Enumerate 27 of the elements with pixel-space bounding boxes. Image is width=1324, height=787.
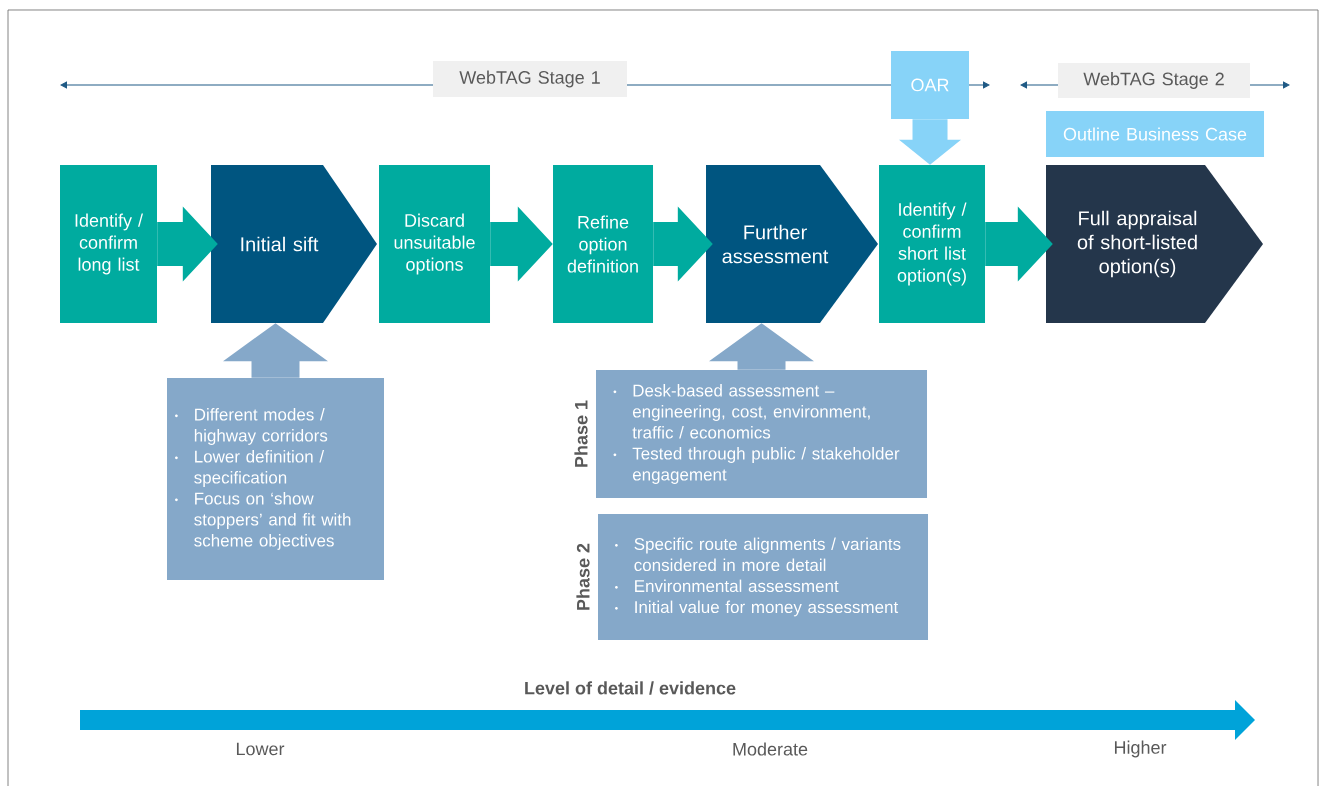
stage-label-box: WebTAG Stage 1: [433, 61, 627, 97]
scale-label: Higher: [1115, 740, 1167, 758]
block-arrow: [899, 119, 961, 165]
label-box: OAR: [891, 51, 969, 119]
bullet-list-box: Different modes / highway corridors Lower definition / specification Focus on ‘show stoppers’ and fit with scheme objectives: [167, 378, 384, 580]
block-arrow: [985, 206, 1053, 282]
phase-label: Phase 1: [574, 400, 588, 467]
axis-title: Level of detail / evidence: [525, 681, 736, 695]
chevron-box: Initial sift: [211, 165, 377, 323]
block-arrow: [157, 206, 218, 282]
label-box: Outline Business Case: [1046, 111, 1264, 157]
block-arrow: [709, 323, 814, 370]
process-box: Refine option definition: [553, 165, 653, 323]
phase-label: Phase 2: [576, 543, 590, 610]
scale-label: Lower: [236, 742, 285, 756]
block-arrow: [223, 323, 328, 378]
block-arrow: [490, 206, 553, 282]
scale-label: Moderate: [733, 742, 808, 756]
stage-label-box: WebTAG Stage 2: [1058, 63, 1250, 98]
chevron-box: Full appraisal of short-listed option(s): [1046, 165, 1263, 323]
block-arrow: [653, 206, 713, 282]
chevron-box: Further assessment: [706, 165, 878, 323]
bullet-list-box: Specific route alignments / variants considered in more detail Environmental assessment Initial value for money assessment: [598, 514, 928, 640]
bullet-list-box: Desk-based assessment – engineering, cost, environment, traffic / economics Tested through public / stakeholder engagement: [596, 370, 927, 498]
process-box: Identify / confirm short list option(s): [879, 165, 985, 323]
process-box: Discard unsuitable options: [379, 165, 490, 323]
process-box: Identify / confirm long list: [60, 165, 157, 323]
